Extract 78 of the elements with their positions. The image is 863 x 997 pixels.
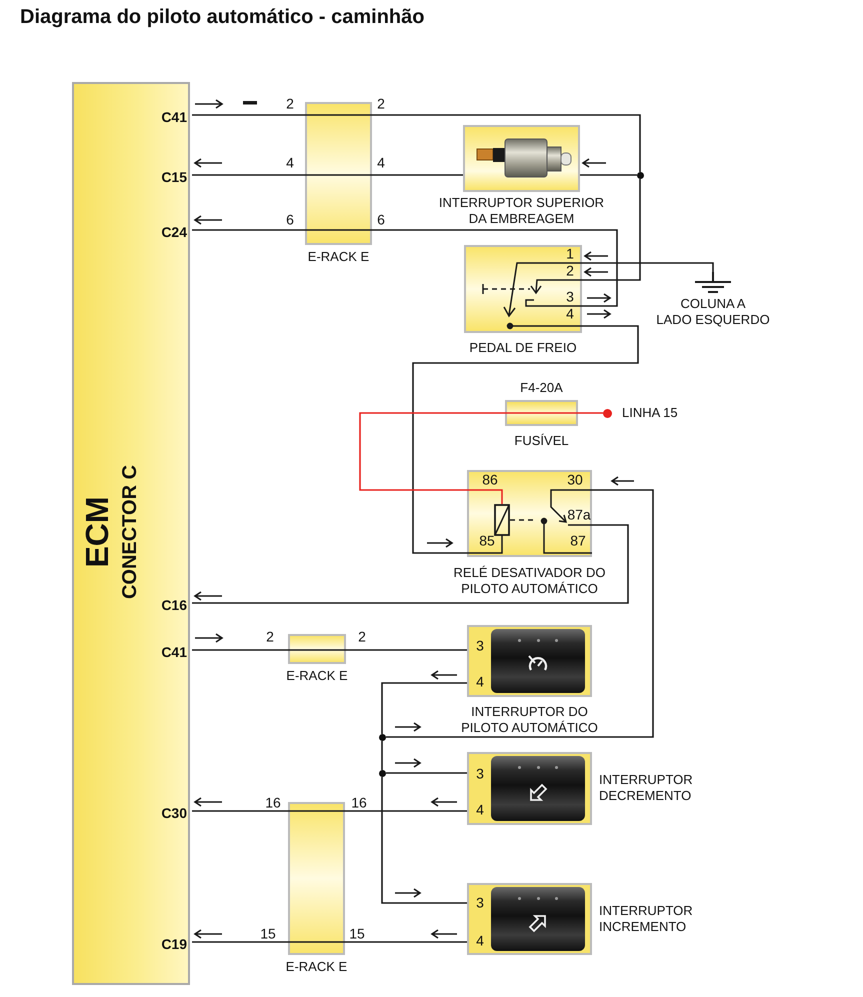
pin-number: 16 [265,796,281,810]
pin-number: 85 [479,534,495,548]
pin-label: C16 [142,595,192,615]
component-label: INTERRUPTOR INCREMENTO [599,903,694,935]
wire [192,649,288,651]
wire [412,325,639,554]
wire [372,229,618,307]
pin-number: 3 [476,638,484,654]
wire [192,174,305,176]
component-label: INTERRUPTOR DO PILOTO AUTOMÁTICO [460,704,599,736]
component-label: RELÉ DESATIVADOR DO PILOTO AUTOMÁTICO [452,565,606,597]
pin-number: 4 [286,156,294,170]
wire [578,412,603,414]
wire [346,649,467,651]
wire [192,114,305,116]
wire [372,114,641,172]
pin-number: 87a [567,508,591,522]
pin-number: 4 [476,674,484,690]
pin-number: 15 [349,926,365,942]
pin-number: 15 [260,926,276,942]
component-label: F4-20A [520,380,563,396]
pin-number: 2 [266,630,274,644]
pin-number: 1 [566,246,574,262]
pin-number: 4 [476,802,484,818]
pin-number: 3 [476,766,484,782]
wire [580,174,637,176]
connector-title: CONECTOR C [119,464,141,600]
wire [345,941,467,943]
pin-number: 16 [351,796,367,810]
wire [192,229,305,231]
junction-dot [379,770,386,777]
wire [359,412,505,491]
wire [381,682,467,734]
component-label: E-RACK E [308,249,370,265]
wire [381,777,467,904]
wire [381,741,383,770]
wire [192,810,288,812]
diagram-title: Diagrama do piloto automático - caminhão [20,6,424,29]
component-label: INTERRUPTOR DECREMENTO [599,772,694,804]
wire [582,262,714,272]
pin-number: 6 [286,212,294,228]
wire [192,524,629,604]
pin-number: 6 [377,212,385,228]
pin-label: C19 [142,934,192,954]
pin-number: 30 [567,472,583,488]
pin-number: 2 [377,96,385,112]
wire [372,174,463,176]
pin-number: 4 [476,934,484,948]
pin-label: C24 [142,222,192,242]
pin-number: 87 [570,534,586,548]
pin-number: 3 [566,290,574,304]
component-label: LINHA 15 [622,405,678,421]
wire [582,179,641,281]
ecm-connector-bar [72,82,190,985]
pin-number: 2 [358,630,366,644]
pin-label: C41 [142,107,192,127]
component-label: INTERRUPTOR SUPERIOR DA EMBREAGEM [438,195,606,227]
pin-label: C15 [142,167,192,187]
component-label: FUSÍVEL [514,433,569,449]
unit-title: ECM [80,496,114,568]
pin-label: C41 [142,642,192,662]
component-label: E-RACK E [286,668,348,684]
pin-number: 4 [377,156,385,170]
pin-label: C30 [142,803,192,823]
wire [386,772,467,774]
component-label: COLUNA A LADO ESQUERDO [655,296,771,328]
pin-number: 86 [482,472,498,488]
junction-dot [637,172,644,179]
pin-number: 2 [566,264,574,278]
component-label: E-RACK E [286,959,348,975]
pin-number: 2 [286,96,294,112]
wire [386,489,654,738]
wire [192,941,288,943]
pin-number: 4 [566,306,574,322]
component-label: PEDAL DE FREIO [469,340,577,356]
wire [345,810,467,812]
pin-number: 3 [476,896,484,910]
junction-dot [379,734,386,741]
